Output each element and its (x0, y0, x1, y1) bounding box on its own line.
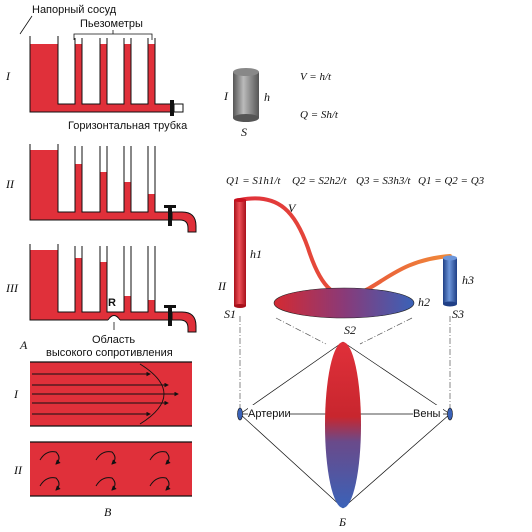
vein-end (447, 407, 453, 421)
row-1-label: I (5, 69, 11, 83)
panel-v-letter: В (104, 505, 112, 519)
cylinder-height: h (264, 90, 270, 104)
eddy-arrow (39, 477, 61, 491)
eddy-arrow (149, 451, 171, 465)
row-3-piezometer-2-liquid (100, 262, 107, 312)
row-2-piezometer-1-liquid (75, 164, 82, 212)
vessel-system-roman: II (217, 279, 227, 293)
row-2-valve (168, 206, 172, 226)
eddy-arrow (149, 477, 171, 491)
row-3-piezometer-1-liquid (75, 258, 82, 312)
vessel-2-disk (273, 287, 415, 319)
row-3-tank-liquid (30, 250, 58, 320)
piezometers-label: Пьезометры (80, 18, 143, 30)
veins-label: Вены (413, 408, 441, 420)
row-3-label: III (5, 281, 19, 295)
panel-b-letter: Б (338, 515, 346, 529)
resistance-label-line1: Область (92, 334, 135, 346)
piezometers-bracket (73, 33, 153, 40)
formula-q2: Q2 = S2h2/t (292, 175, 347, 187)
velocity-profile (139, 363, 165, 425)
arteries-label: Артерии (248, 408, 291, 420)
flow-tube (238, 196, 452, 298)
row-2-label: II (5, 177, 15, 191)
formula-equality: Q1 = Q2 = Q3 (418, 175, 485, 187)
row-3-piezometer-4-liquid (148, 300, 155, 312)
cylinder-bottom (233, 114, 259, 122)
row-1-piezometer-1-liquid (75, 44, 82, 104)
tube-label: Горизонтальная трубка (68, 120, 188, 132)
apparatus-row-1: I (5, 36, 184, 116)
panel-v: I II В (13, 361, 192, 519)
panel-a: Напорный сосуд Пьезометры I Горизонтальн… (5, 4, 197, 359)
row-1-piezometer-3-liquid (124, 44, 131, 104)
vessel-leader-line (19, 15, 33, 35)
artery-end (237, 407, 243, 421)
arteries-veins-diagram: Артерии Вены Б (237, 341, 453, 529)
vessel-2-height: h2 (418, 295, 430, 309)
row-1-tank-liquid (30, 44, 58, 112)
vessel-3-body (443, 258, 457, 304)
formula-q3: Q3 = S3h3/t (356, 175, 411, 187)
row-1-piezometer-2-liquid (100, 44, 107, 104)
row-2-outlet (171, 211, 197, 233)
resistance-label-line2: высокого сопротивления (46, 347, 173, 359)
row-2-tube-liquid (58, 212, 170, 220)
eddy-arrow (95, 451, 117, 465)
cylinder-body (233, 72, 259, 118)
row-3-piezometer-3-liquid (124, 296, 131, 312)
row-1-valve-cap (173, 103, 184, 113)
vessel-2-area: S2 (344, 323, 356, 337)
apparatus-row-3: III R (5, 244, 197, 333)
resistance-marker: R (108, 297, 116, 309)
vessel-3-area: S3 (452, 307, 464, 321)
eddy-arrow (39, 451, 61, 465)
eddy-arrow (95, 477, 117, 491)
cylinder-roman: I (223, 89, 229, 103)
row-2-piezometer-2-liquid (100, 172, 107, 212)
vessel-label: Напорный сосуд (32, 4, 117, 16)
row-1-tube-liquid (58, 104, 170, 112)
cylinder-base: S (241, 125, 247, 139)
row-3-valve (168, 306, 172, 326)
capillary-lens (325, 342, 361, 508)
row-2-tank-liquid (30, 150, 58, 220)
formula-q1: Q1 = S1h1/t (226, 175, 281, 187)
formula-q: Q = Sh/t (300, 109, 339, 121)
turbulent-row-label: II (13, 463, 23, 477)
volume-cylinder: I h S V = h/t Q = Sh/t (223, 68, 339, 139)
row-3-constriction (107, 315, 121, 321)
row-1-piezometer-4-liquid (148, 44, 155, 104)
velocity-symbol: V (288, 201, 297, 215)
vessel-3-height: h3 (462, 273, 474, 287)
row-2-piezometer-3-liquid (124, 182, 131, 212)
vessel-1-area: S1 (224, 307, 236, 321)
row-1-valve (170, 100, 174, 116)
row-3-outlet (171, 311, 197, 333)
row-2-piezometer-4-liquid (148, 194, 155, 212)
vessel-1-height: h1 (250, 247, 262, 261)
laminar-row-label: I (13, 387, 19, 401)
vessel-system: II V h1 S1 h2 S2 h3 S3 (217, 196, 474, 410)
vessel-1-body (234, 200, 246, 306)
formula-v: V = h/t (300, 71, 332, 83)
flow-formulas: Q1 = S1h1/t Q2 = S2h2/t Q3 = S3h3/t Q1 =… (226, 175, 485, 187)
panel-a-letter: А (19, 338, 28, 352)
cylinder-top (233, 68, 259, 76)
apparatus-row-2: II (5, 144, 197, 233)
